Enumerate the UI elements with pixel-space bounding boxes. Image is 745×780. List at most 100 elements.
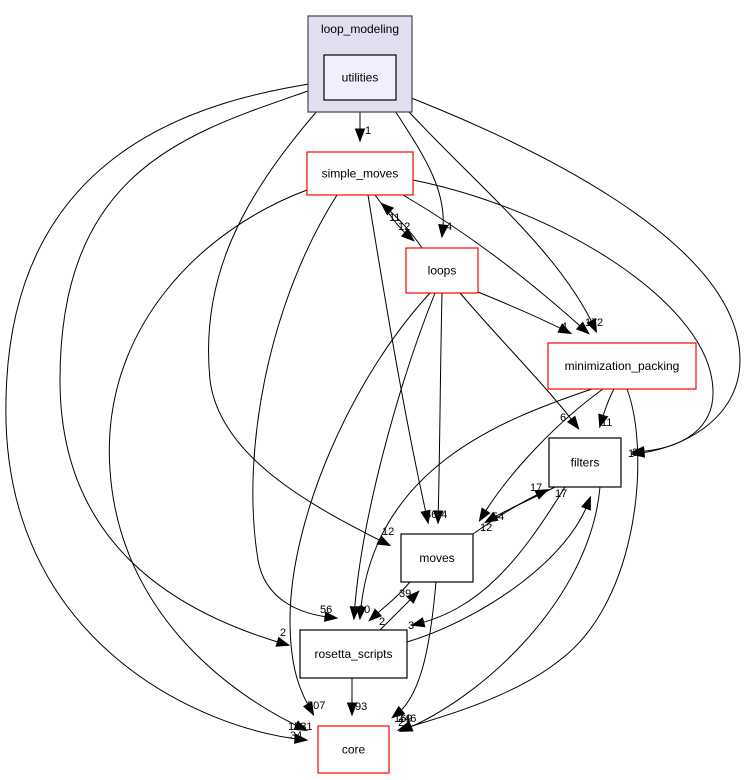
edge-line[interactable] [398, 388, 639, 731]
node-box[interactable] [306, 151, 414, 196]
node-label[interactable]: minimization_packing [565, 359, 680, 373]
edge-line[interactable] [412, 486, 566, 626]
edge-label[interactable]: 56 [320, 604, 332, 616]
edge-label[interactable]: 23 [398, 717, 410, 729]
node-loops[interactable]: loops [405, 247, 479, 294]
node-box[interactable] [323, 54, 397, 101]
node-simple-moves[interactable]: simple_moves [306, 151, 414, 196]
edge-simple_moves-to-moves[interactable] [367, 194, 431, 525]
edge-rosetta_scripts-to-filters[interactable] [406, 495, 591, 643]
edge-label[interactable]: 11 [601, 417, 612, 429]
edge-moves-to-filters[interactable] [472, 488, 550, 535]
node-label[interactable]: moves [419, 551, 454, 565]
edge-rosetta_scripts-to-moves[interactable] [379, 590, 420, 631]
edge-label[interactable]: 34 [290, 730, 302, 742]
edge-label[interactable]: 4 [561, 321, 567, 333]
edge-label[interactable]: 12 [382, 526, 394, 538]
edge-label[interactable]: 17 [530, 482, 542, 494]
edge-line[interactable] [289, 292, 431, 715]
node-box[interactable] [400, 533, 474, 583]
edge-filters-to-core[interactable] [398, 486, 601, 732]
node-label[interactable]: rosetta_scripts [314, 647, 392, 661]
edge-line[interactable] [367, 194, 429, 523]
edge-simple_moves-to-loops[interactable] [374, 194, 415, 242]
node-label[interactable]: core [342, 743, 366, 757]
edge-label[interactable]: 12 [398, 221, 410, 233]
edge-simple_moves-to-minimization_packing[interactable] [402, 194, 590, 335]
edge-label[interactable]: 2 [280, 627, 286, 639]
edge-label[interactable]: 246 [398, 713, 416, 725]
edge-line[interactable] [108, 189, 308, 731]
edge-line[interactable] [395, 91, 741, 455]
edge-loops-to-minimization_packing[interactable] [477, 291, 573, 335]
node-label[interactable]: utilities [342, 71, 379, 85]
edge-label[interactable]: 2 [379, 616, 385, 628]
edge-utilities-to-core[interactable] [5, 81, 323, 744]
edge-minimization_packing-to-rosetta_scripts[interactable] [355, 388, 593, 621]
edge-line[interactable] [402, 194, 589, 334]
edge-label[interactable]: 74 [435, 509, 447, 521]
edge-minimization_packing-to-filters[interactable] [598, 388, 615, 429]
edge-line[interactable] [208, 109, 390, 546]
edge-label[interactable]: 93 [355, 701, 367, 713]
edge-line[interactable] [397, 99, 597, 332]
edge-label[interactable]: 1 [365, 125, 371, 137]
edge-simple_moves-to-core[interactable] [108, 189, 309, 732]
node-filters[interactable]: filters [548, 437, 622, 488]
edge-utilities-to-rosetta_scripts[interactable] [59, 85, 323, 647]
node-box[interactable] [299, 629, 408, 679]
node-moves[interactable]: moves [400, 533, 474, 583]
edge-label[interactable]: 54 [492, 511, 504, 523]
edge-loops-to-core[interactable] [289, 292, 431, 717]
edge-label[interactable]: 17 [585, 317, 597, 329]
edge-line[interactable] [5, 81, 323, 741]
node-box[interactable] [548, 437, 622, 488]
edge-filters-to-rosetta_scripts[interactable] [410, 486, 566, 628]
node-box[interactable] [317, 725, 390, 774]
edge-label[interactable]: 12 [480, 522, 492, 534]
node-utilities[interactable]: utilities [323, 54, 397, 101]
node-core[interactable]: core [317, 725, 390, 774]
edge-loops-to-filters[interactable] [459, 292, 580, 430]
edge-minimization_packing-to-moves[interactable] [478, 388, 604, 523]
edge-label[interactable]: 17 [555, 488, 567, 500]
edge-label[interactable]: 30 [358, 604, 370, 616]
edge-line[interactable] [437, 292, 443, 523]
edge-label[interactable]: 36 [425, 509, 437, 521]
edge-line[interactable] [412, 179, 714, 453]
edge-utilities-to-minimization_packing[interactable] [397, 99, 598, 334]
edge-line[interactable] [59, 85, 323, 646]
edge-label[interactable]: 169 [394, 713, 412, 725]
node-rosetta-scripts[interactable]: rosetta_scripts [299, 629, 408, 679]
edge-line[interactable] [459, 292, 579, 429]
edge-moves-to-rosetta_scripts[interactable] [368, 581, 411, 622]
edge-line[interactable] [252, 194, 338, 619]
edge-label[interactable]: 2 [597, 317, 603, 329]
edge-loops-to-moves[interactable] [433, 292, 444, 525]
edge-moves-to-core[interactable] [391, 581, 437, 719]
edge-label[interactable]: 3 [408, 620, 414, 632]
edge-line[interactable] [359, 388, 593, 619]
edge-label[interactable]: 1 [628, 448, 634, 460]
edge-label[interactable]: 6 [560, 412, 566, 424]
edge-line[interactable] [353, 292, 436, 619]
node-minimization-packing[interactable]: minimization_packing [547, 342, 697, 390]
edge-label[interactable]: 8 [358, 604, 364, 616]
edge-label[interactable]: 3 [632, 447, 638, 459]
edge-loops-to-simple_moves[interactable] [380, 202, 423, 249]
edge-line[interactable] [400, 486, 601, 732]
edge-label[interactable]: 4 [446, 221, 452, 233]
edge-line[interactable] [477, 291, 571, 334]
edge-line[interactable] [479, 388, 604, 521]
node-label[interactable]: simple_moves [322, 167, 399, 181]
edge-simple_moves-to-rosetta_scripts[interactable] [252, 194, 339, 622]
edge-rosetta_scripts-to-core[interactable] [346, 678, 358, 717]
edge-label[interactable]: 11 [389, 212, 400, 224]
node-box[interactable] [405, 247, 479, 294]
edge-label[interactable]: 507 [307, 700, 325, 712]
node-label[interactable]: filters [571, 456, 600, 470]
edge-line[interactable] [406, 497, 591, 643]
edge-label[interactable]: 39 [399, 588, 411, 600]
node-box[interactable] [547, 342, 697, 390]
node-label[interactable]: loops [428, 264, 457, 278]
